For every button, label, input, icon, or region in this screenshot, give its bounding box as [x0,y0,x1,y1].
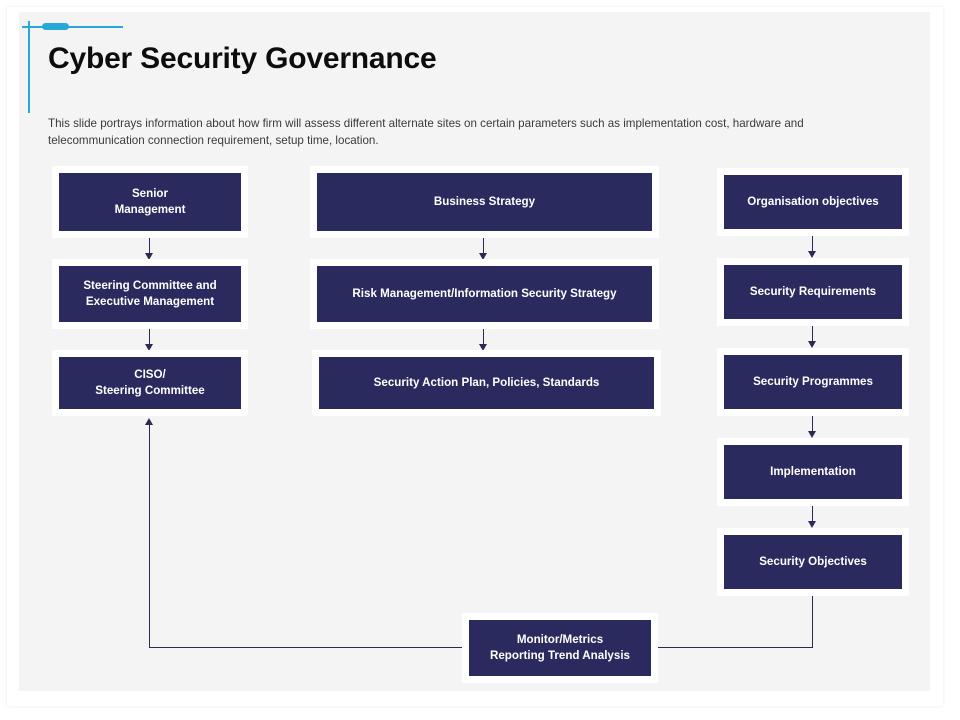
node-organisation-objectives-label: Organisation objectives [724,175,902,229]
node-implementation-label: Implementation [724,445,902,499]
node-security-action-plan[interactable]: Security Action Plan, Policies, Standard… [312,350,661,416]
node-line2: Executive Management [85,295,215,308]
node-line1: Senior [131,187,169,200]
node-line1: Security Requirements [749,285,877,298]
connector-left-1 [149,238,151,256]
node-ciso-steering-committee[interactable]: CISO/ Steering Committee [52,350,248,416]
connector-right-1 [812,236,814,254]
connector-mid-1 [483,238,485,256]
accent-bar-icon [42,23,69,30]
node-line1: Implementation [770,465,856,478]
node-line1: Security Objectives [759,555,867,568]
arrow-right-4-icon [808,521,816,528]
connector-mid-2 [483,329,485,347]
connector-right-3 [812,416,814,434]
node-monitor-metrics-reporting-label: Monitor/Metrics Reporting Trend Analysis [469,620,651,676]
connector-feedback-right-horizontal [651,647,813,649]
node-line1: CISO/ [134,368,166,381]
node-business-strategy-label: Business Strategy [317,173,652,231]
node-line2: Reporting Trend Analysis [489,649,630,662]
node-line1: Steering Committee and [83,279,217,292]
node-risk-management-strategy[interactable]: Risk Management/Information Security Str… [310,259,659,329]
accent-vertical-line [28,21,30,113]
connector-right-4 [812,506,814,524]
connector-feedback-left-horizontal [149,647,471,649]
arrow-mid-2-icon [479,344,487,351]
node-security-requirements-label: Security Requirements [724,265,902,319]
arrow-right-3-icon [808,431,816,438]
connector-feedback-right-vertical [812,596,814,648]
page-subtitle: This slide portrays information about ho… [48,117,804,147]
node-organisation-objectives[interactable]: Organisation objectives [717,168,909,236]
arrow-left-1-icon [145,253,153,260]
node-line1: Monitor/Metrics [516,633,604,646]
arrow-mid-1-icon [479,253,487,260]
connector-right-2 [812,326,814,344]
node-line1: Security Programmes [753,375,873,388]
node-steering-committee-executive[interactable]: Steering Committee and Executive Managem… [52,259,248,329]
page-title: Cyber Security Governance [48,42,437,75]
connector-feedback-left-vertical [149,424,151,648]
node-steering-committee-executive-label: Steering Committee and Executive Managem… [59,266,241,322]
arrow-left-2-icon [145,344,153,351]
arrow-right-2-icon [808,341,816,348]
arrow-right-1-icon [808,251,816,258]
node-security-action-plan-label: Security Action Plan, Policies, Standard… [319,357,654,409]
node-security-requirements[interactable]: Security Requirements [717,258,909,326]
node-senior-management-label: Senior Management [59,173,241,231]
node-line1: Risk Management/Information Security Str… [352,287,617,300]
node-ciso-steering-committee-label: CISO/ Steering Committee [59,357,241,409]
node-line1: Security Action Plan, Policies, Standard… [373,376,600,389]
node-risk-management-strategy-label: Risk Management/Information Security Str… [317,266,652,322]
node-security-programmes-label: Security Programmes [724,355,902,409]
accent-horizontal-line [22,26,123,28]
node-line2: Steering Committee [95,384,205,397]
node-security-programmes[interactable]: Security Programmes [717,348,909,416]
node-security-objectives[interactable]: Security Objectives [717,528,909,596]
node-line1: Business Strategy [433,195,536,208]
node-business-strategy[interactable]: Business Strategy [310,166,659,238]
node-monitor-metrics-reporting[interactable]: Monitor/Metrics Reporting Trend Analysis [462,613,658,683]
node-line2: Management [114,203,186,216]
arrow-feedback-up-icon [145,418,153,425]
connector-left-2 [149,329,151,347]
node-senior-management[interactable]: Senior Management [52,166,248,238]
node-implementation[interactable]: Implementation [717,438,909,506]
node-line1: Organisation objectives [747,195,879,208]
node-security-objectives-label: Security Objectives [724,535,902,589]
